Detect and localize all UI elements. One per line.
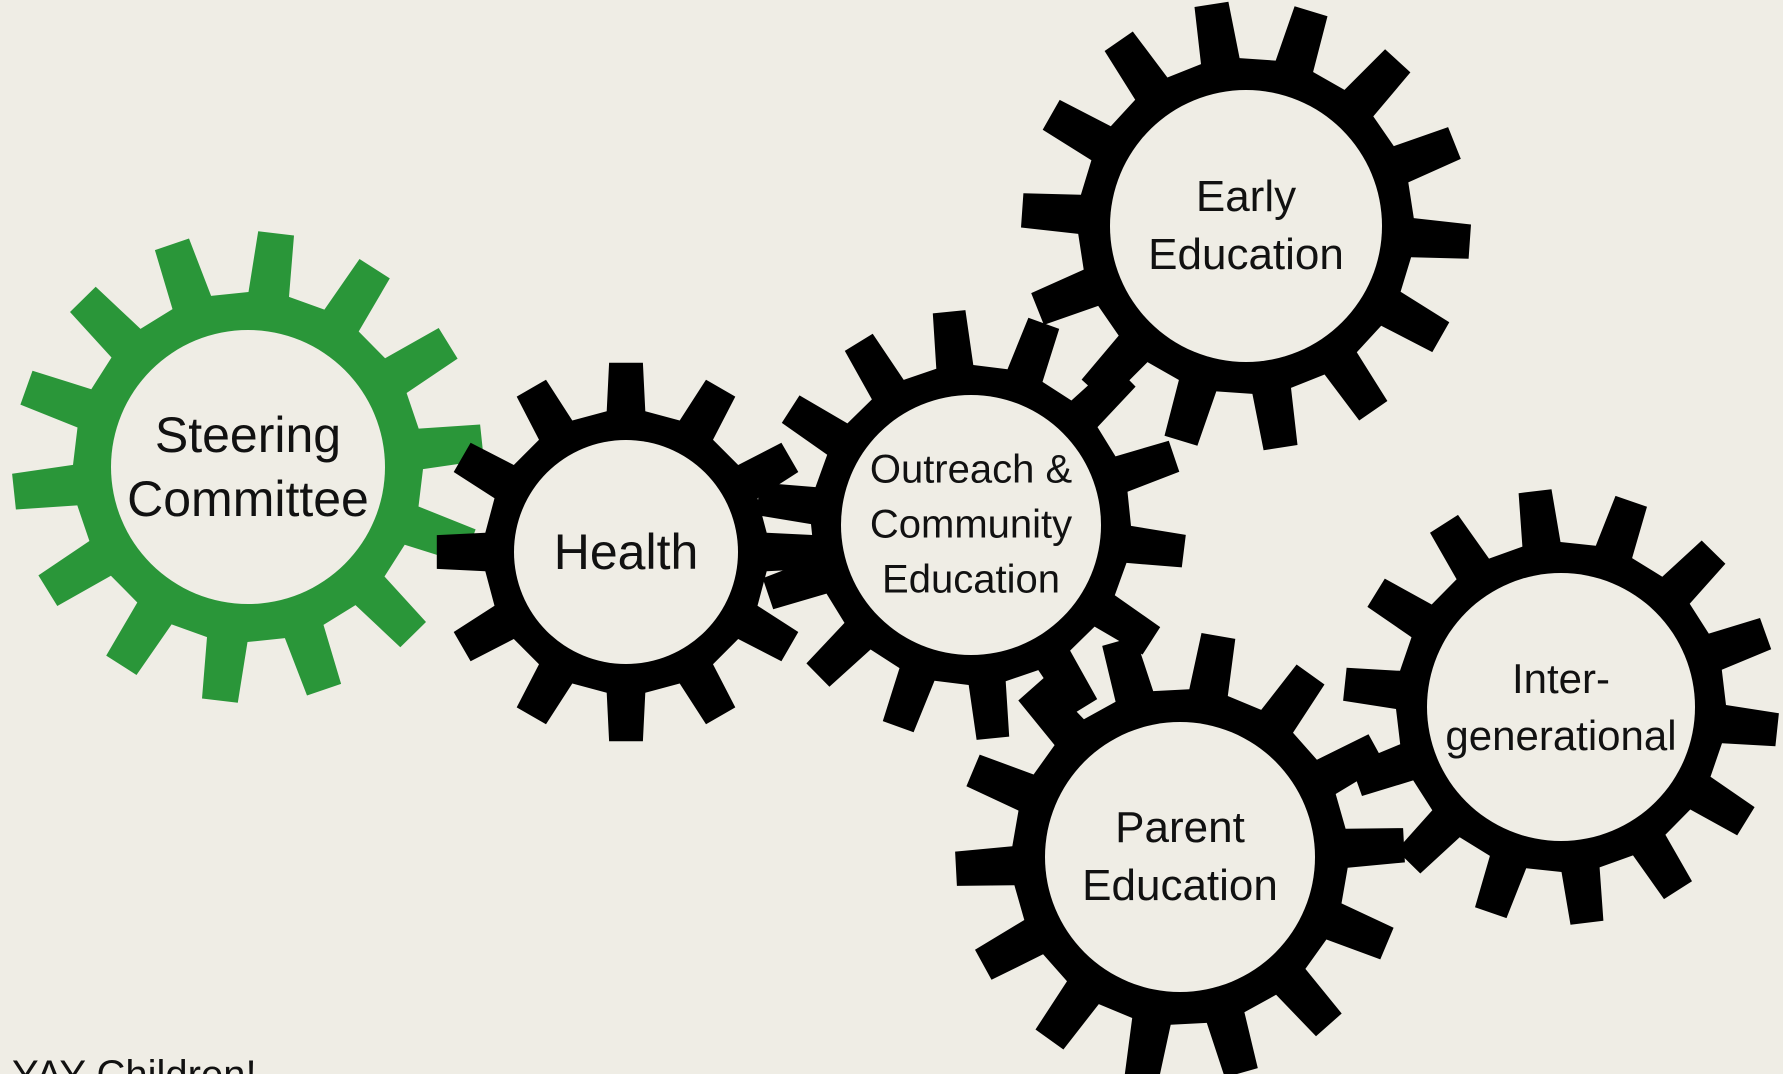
early-education-line-1: Early bbox=[1195, 172, 1297, 221]
health-label: Health bbox=[554, 520, 699, 584]
health-gear-icon bbox=[436, 362, 816, 742]
intergenerational-line-2: generational bbox=[1445, 712, 1677, 759]
early-education-label: Early Education bbox=[1148, 168, 1344, 284]
steering-committee-line-1: Steering bbox=[154, 407, 342, 463]
early-education-line-2: Education bbox=[1148, 230, 1344, 279]
intergenerational-line-1: Inter- bbox=[1511, 655, 1611, 702]
outreach-line-3: Education bbox=[882, 557, 1060, 602]
footer-text: YAY Children! bbox=[12, 1052, 257, 1074]
outreach-line-2: Community bbox=[869, 502, 1073, 547]
health-gear-center bbox=[514, 440, 738, 664]
outreach-line-1: Outreach & bbox=[869, 447, 1073, 492]
outreach-label: Outreach & Community Education bbox=[870, 443, 1072, 608]
parent-education-line-2: Education bbox=[1082, 861, 1278, 910]
parent-education-line-1: Parent bbox=[1115, 803, 1245, 852]
inter-gear-center bbox=[1427, 573, 1695, 841]
parent-education-label: Parent Education bbox=[1082, 799, 1278, 915]
steering-committee-gear-icon bbox=[12, 231, 484, 703]
steering-committee-label: Steering Committee bbox=[127, 403, 369, 531]
parent-education-gear-icon bbox=[955, 633, 1405, 1074]
early-gear-center bbox=[1110, 90, 1382, 362]
steering-committee-line-2: Committee bbox=[127, 471, 369, 527]
health-line-1: Health bbox=[553, 524, 699, 580]
early-education-gear-icon bbox=[1021, 1, 1471, 451]
outreach-gear-center bbox=[841, 395, 1101, 655]
outreach-gear-icon bbox=[756, 310, 1186, 740]
intergenerational-label: Inter- generational bbox=[1445, 650, 1676, 764]
parent-gear-center bbox=[1045, 722, 1315, 992]
steering-gear-center bbox=[111, 330, 385, 604]
intergenerational-gear-icon bbox=[1343, 489, 1779, 925]
